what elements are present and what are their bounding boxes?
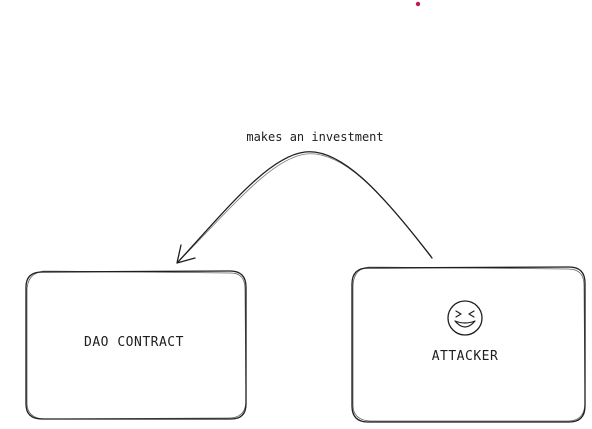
node-dao-contract[interactable]: DAO CONTRACT: [25, 270, 247, 420]
edge-attacker-to-dao[interactable]: makes an investment: [176, 130, 433, 264]
attacker-label: ATTACKER: [432, 349, 499, 364]
dao-contract-box-sketch: [26, 270, 247, 420]
edge-label: makes an investment: [246, 130, 383, 144]
laughing-face-icon: [447, 300, 483, 336]
edge-arrow-curve: [177, 151, 433, 263]
dao-contract-label: DAO CONTRACT: [84, 335, 184, 350]
arrowhead-icon: [176, 244, 196, 264]
attacker-box-sketch: [352, 266, 586, 422]
edge-arrow-curve-sketch: [179, 153, 432, 261]
stray-dot: [415, 1, 421, 7]
attacker-box: [351, 266, 586, 423]
dao-contract-box: [25, 270, 247, 420]
node-attacker[interactable]: ATTACKER: [351, 266, 586, 423]
